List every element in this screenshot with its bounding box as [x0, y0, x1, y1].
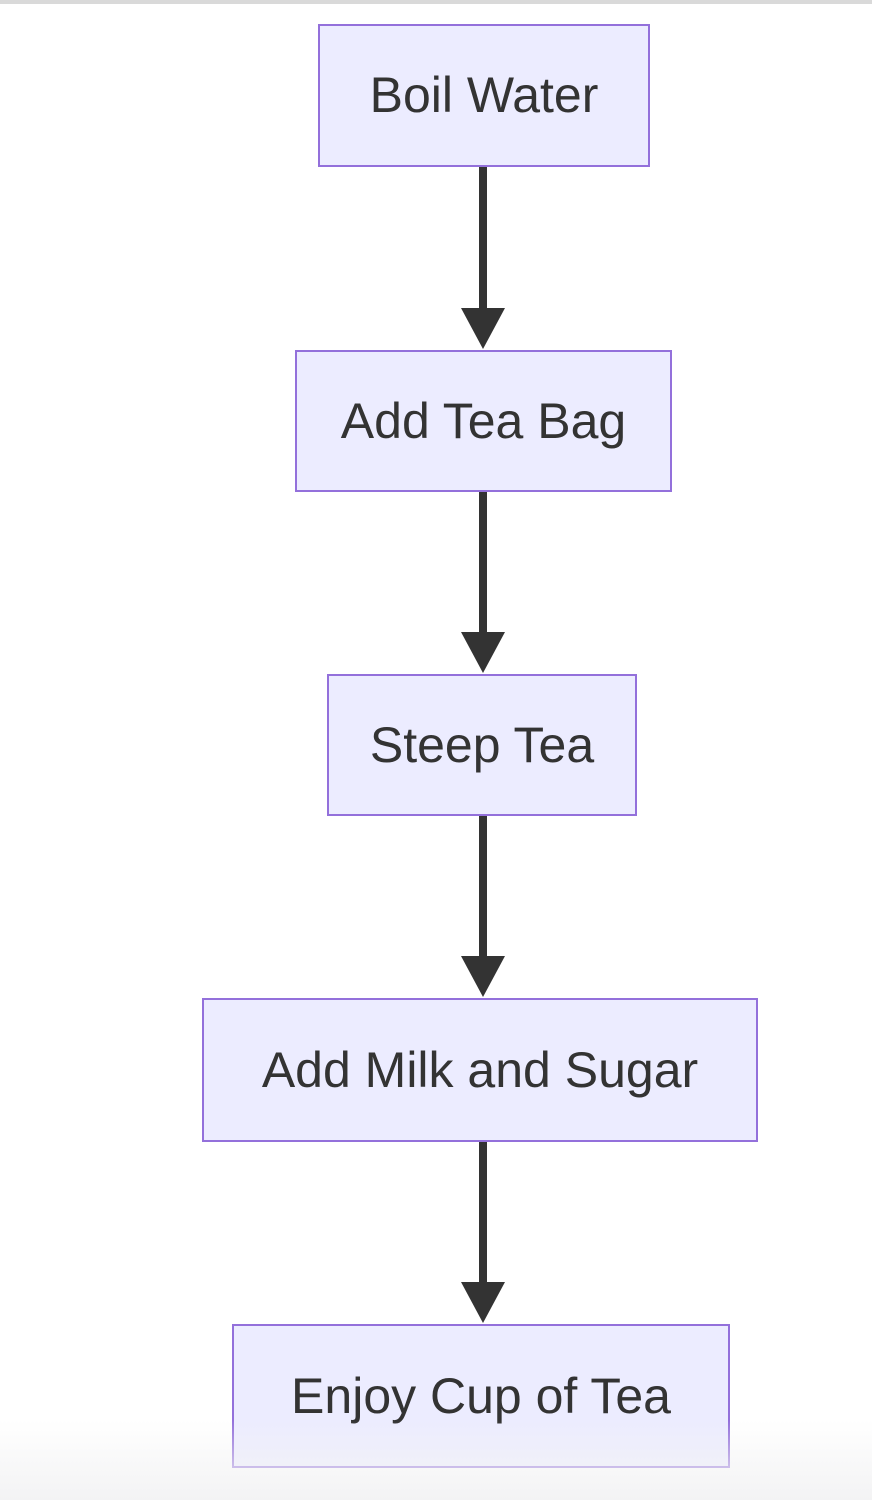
- edge-arrow-3: [461, 815, 505, 997]
- node-label: Enjoy Cup of Tea: [291, 1367, 671, 1424]
- edge-arrowhead: [461, 956, 505, 997]
- node-label: Steep Tea: [369, 716, 595, 773]
- edge-arrow-1: [461, 166, 505, 349]
- edge-arrowhead: [461, 1282, 505, 1323]
- node-enjoy-cup-of-tea: Enjoy Cup of Tea: [232, 1324, 730, 1468]
- edge-arrowhead: [461, 632, 505, 673]
- node-add-tea-bag: Add Tea Bag: [295, 350, 672, 492]
- node-label: Add Milk and Sugar: [261, 1041, 699, 1098]
- edge-arrow-4: [461, 1141, 505, 1323]
- node-label: Boil Water: [369, 67, 599, 123]
- top-divider: [0, 0, 872, 4]
- node-label: Add Tea Bag: [340, 392, 627, 449]
- node-steep-tea: Steep Tea: [327, 674, 637, 816]
- node-add-milk-and-sugar: Add Milk and Sugar: [202, 998, 758, 1142]
- edge-arrowhead: [461, 308, 505, 349]
- node-boil-water: Boil Water: [318, 24, 650, 167]
- edge-arrow-2: [461, 491, 505, 673]
